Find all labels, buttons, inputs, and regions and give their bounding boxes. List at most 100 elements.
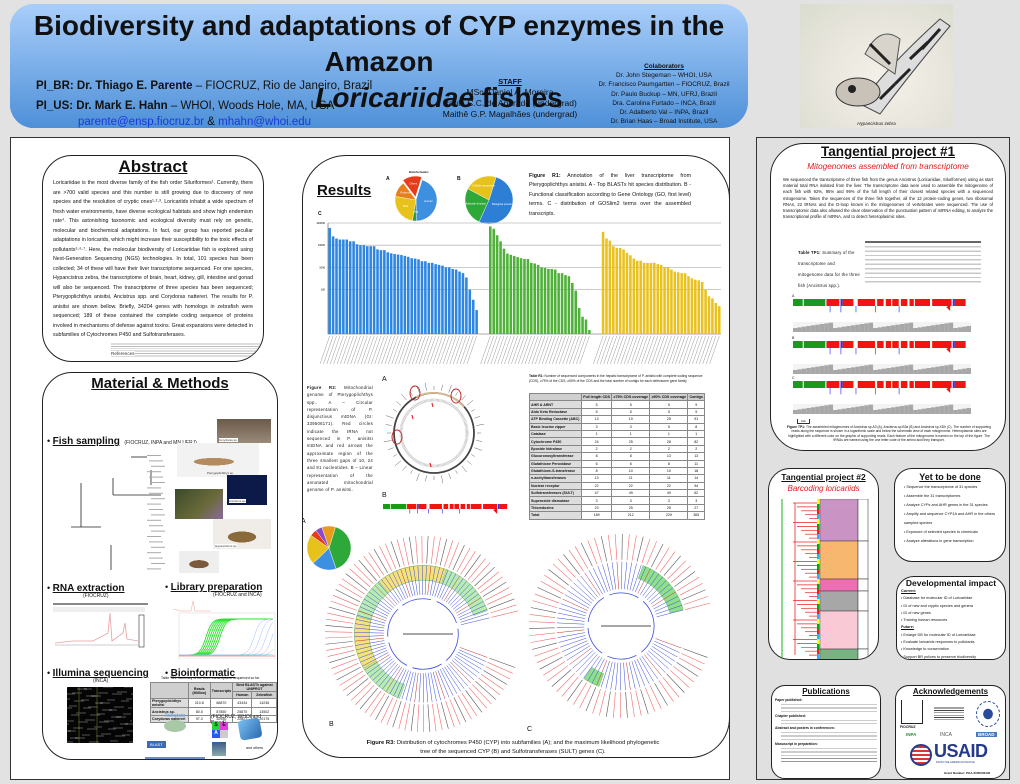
tree-branch (635, 566, 647, 593)
bar (468, 289, 472, 334)
cluster (94, 726, 96, 728)
leaf-label (548, 569, 569, 586)
leaf-label (683, 596, 709, 605)
cluster (81, 688, 83, 690)
leaf-label (674, 571, 696, 587)
leaf-label (330, 600, 357, 611)
cluster (84, 712, 86, 714)
email-link-hahn[interactable]: mhahn@whoi.edu (218, 116, 312, 128)
cyp-phylogenetic-tree (325, 536, 519, 733)
list-item: Evaluate loricarids responses to polluta… (901, 639, 1005, 646)
cluster (118, 706, 120, 708)
tree-branch (456, 597, 482, 614)
bar (642, 262, 646, 334)
tree-branch (640, 571, 655, 595)
cluster (121, 727, 123, 729)
todo-list: Sequence the transcriptome of 31 species… (895, 482, 1005, 546)
cluster (116, 706, 118, 708)
bar (700, 281, 704, 334)
x-tick-label (371, 335, 382, 365)
x-tick-label (391, 335, 402, 365)
list-item: Exposure of selected species to chemical… (904, 528, 1005, 537)
list-item: Enlarge DB for molecular ID of Loricarii… (901, 632, 1005, 639)
bar (560, 273, 564, 334)
table-tb1-caption: Table TB1: Summary of the three transcri… (161, 676, 260, 680)
x-tick-label (654, 335, 665, 365)
leaf-label (426, 536, 429, 564)
cluster (104, 692, 106, 694)
x-tick-label (480, 335, 491, 365)
gene-tick (441, 384, 443, 391)
leaf-label (345, 573, 368, 591)
tree-branch (459, 609, 488, 621)
tree-branch (443, 575, 460, 602)
cluster (117, 716, 119, 718)
x-tick-label (504, 335, 515, 365)
tree-branch (634, 660, 645, 686)
tree-branch (556, 629, 585, 633)
cluster (108, 728, 110, 730)
fish-photo-pterygoplichthys: Pterygoplichthys sp. (177, 443, 259, 477)
species-tree (71, 455, 165, 570)
color-strip (817, 569, 820, 574)
gene-feature (885, 299, 892, 306)
x-tick-label (449, 335, 460, 365)
cluster (129, 713, 131, 715)
gene-feature (840, 381, 843, 388)
cluster (122, 734, 124, 736)
publication-section-heading: Paper published: (775, 698, 803, 702)
gene-feature (497, 504, 500, 509)
fish-photo-4 (175, 489, 223, 519)
cluster (115, 735, 117, 737)
cluster (120, 706, 122, 708)
gene-feature (842, 299, 854, 306)
coverage-bar (810, 407, 816, 414)
gene-feature (499, 504, 508, 509)
tree-branch (579, 654, 598, 676)
email-link-parente[interactable]: parente@ensp.fiocruz.br (78, 116, 205, 128)
x-tick-label (415, 335, 426, 365)
mitogenome-map-c (793, 381, 971, 414)
x-tick-label (466, 335, 477, 365)
leaf-label (635, 690, 642, 716)
impact-title: Developmental impact (905, 578, 997, 588)
tree-branch (389, 668, 405, 695)
tree-branch (597, 565, 608, 592)
x-tick-label (394, 335, 406, 365)
rna-heading: • RNA extraction (47, 583, 125, 594)
tree-branch (566, 645, 591, 661)
coverage-bar (833, 328, 838, 332)
tree-branch (401, 671, 412, 700)
leaf-label (556, 673, 575, 692)
bar (697, 280, 701, 334)
x-tick-label (630, 335, 641, 365)
cluster (107, 699, 109, 701)
leaf-label (325, 641, 353, 645)
gene-tick (448, 384, 452, 393)
coverage-bar (815, 366, 820, 374)
gene-feature (429, 504, 442, 509)
leaf-label (346, 678, 369, 696)
coverage-bar (828, 404, 834, 414)
leaf-label (646, 541, 657, 566)
pie-slice-label: Cellular component (472, 184, 495, 188)
x-tick-label (319, 335, 330, 365)
coverage-bar (944, 323, 949, 332)
color-strip (817, 639, 820, 644)
gene-feature (857, 381, 875, 388)
coverage-bar (877, 409, 882, 414)
bar (519, 258, 523, 334)
leaf-label (540, 580, 564, 594)
coverage-bar (864, 323, 869, 332)
coverage-bar (890, 407, 896, 414)
bar (547, 268, 550, 334)
cluster (128, 698, 130, 700)
leaf-label (326, 618, 354, 624)
coverage-bar (877, 327, 882, 332)
x-tick-label (644, 335, 655, 365)
cluster (106, 709, 108, 711)
x-tick-label (593, 335, 604, 365)
staff-list: STAFF MSc. Daniel A. Moreira Paula C.C. … (442, 77, 578, 119)
color-strip (817, 544, 820, 549)
